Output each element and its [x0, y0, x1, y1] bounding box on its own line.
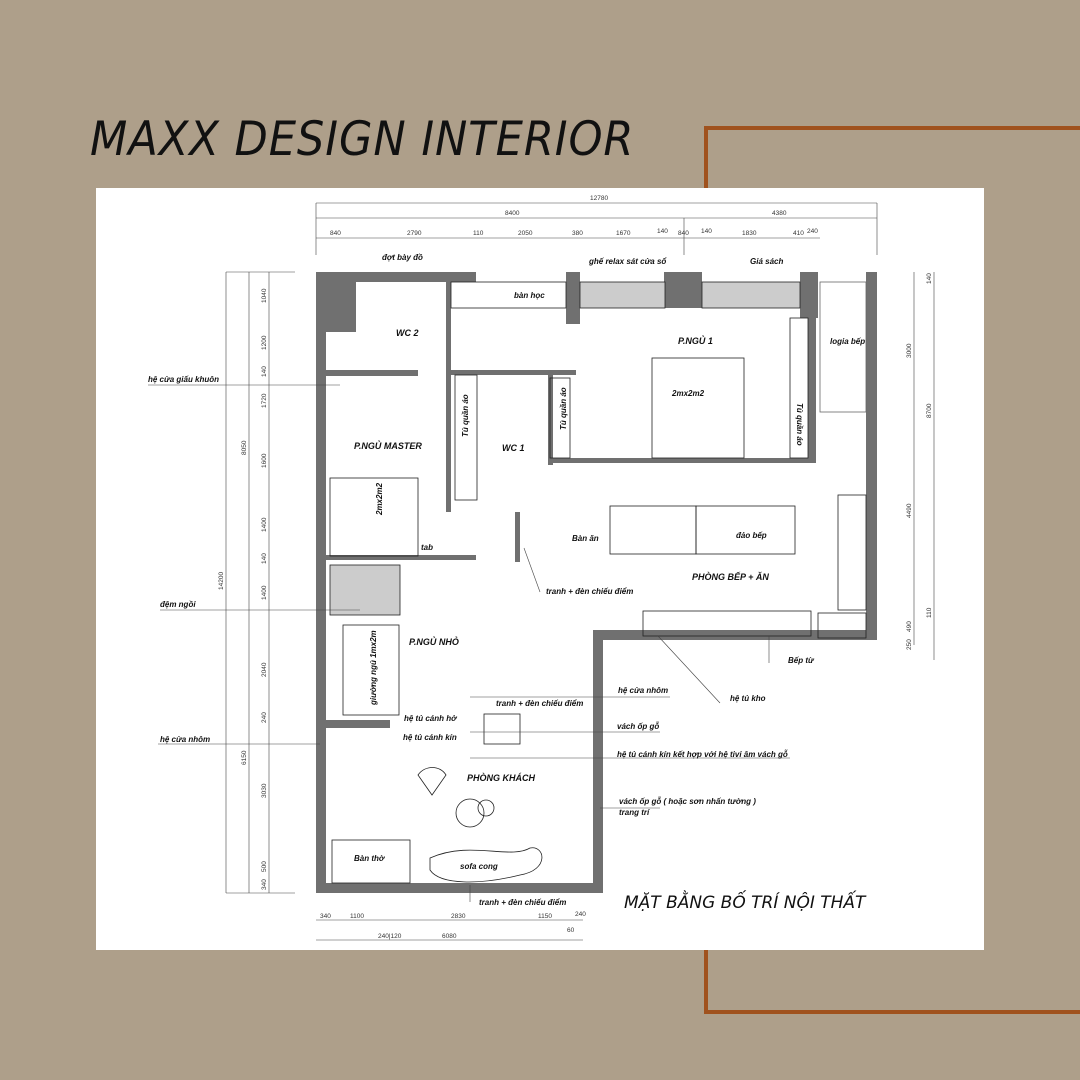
dim-right: 8700: [926, 403, 933, 418]
dim-left: 140: [261, 366, 268, 377]
dim-left-major: 6150: [241, 750, 248, 765]
dim-top: 840: [678, 230, 689, 237]
dim-left: 340: [261, 879, 268, 890]
room-kitchen-dining: PHÒNG BẾP + ĂN: [692, 571, 769, 582]
dim-right: 250: [906, 639, 913, 650]
dim-top: 2050: [518, 230, 533, 237]
nightstand-label: tab: [421, 543, 433, 552]
dim-right: 110: [926, 607, 933, 618]
dim-bottom: 240: [575, 911, 586, 918]
dim-bottom-major: 6080: [442, 933, 457, 940]
dim-left: 1400: [261, 517, 268, 532]
room-labels: WC 2 P.NGỦ MASTER WC 1 P.NGỦ 1 PHÒNG BẾP…: [354, 328, 865, 783]
small-bed-label: giường ngủ 1mx2m: [369, 630, 378, 706]
brand-title: MAXX DESIGN INTERIOR: [90, 112, 635, 167]
annotation: đệm ngồi: [160, 600, 196, 609]
dim-bottom: 2830: [451, 913, 466, 920]
sofa-label: sofa cong: [460, 862, 498, 871]
dim-right: 3000: [906, 343, 913, 358]
annotation: Bếp từ: [788, 656, 815, 665]
wardrobe-label: Tủ quần áo: [461, 394, 470, 437]
floor-plan-sheet: [96, 188, 984, 950]
dim-left: 1720: [261, 393, 268, 408]
dim-top-total: 12780: [590, 195, 608, 202]
annotation: hệ cửa nhôm: [618, 686, 668, 695]
dim-bottom: 60: [567, 927, 575, 934]
annotation: hệ tủ cánh kín kết hợp với hệ tivi âm vá…: [617, 750, 788, 759]
dim-left: 500: [261, 861, 268, 872]
annotation: đợt bày đồ: [382, 253, 423, 262]
dim-top: 240: [807, 228, 818, 235]
dim-right: 4490: [906, 503, 913, 518]
dim-bottom: 1150: [538, 913, 552, 920]
leader-lines: [148, 384, 790, 902]
room-living: PHÒNG KHÁCH: [467, 772, 536, 783]
annotation: tranh + đèn chiếu điểm: [479, 898, 566, 907]
dim-top: 410: [793, 230, 804, 237]
annotation: ghế relax sát cửa sổ: [588, 257, 667, 266]
annotation: hệ tủ cánh kín: [403, 733, 457, 742]
dim-top: 140: [657, 228, 668, 235]
walls: [316, 272, 877, 893]
annotation: hệ tủ kho: [730, 694, 766, 703]
dim-top: 1670: [616, 230, 631, 237]
annotation: hệ cửa giấu khuôn: [148, 375, 219, 384]
annotations: đợt bày đồ ghế relax sát cửa sổ Giá sách…: [148, 253, 815, 907]
room-small-bedroom: P.NGỦ NHỎ: [409, 636, 459, 647]
frame-line-bottom: [704, 1010, 1080, 1014]
dim-right: 490: [906, 621, 913, 632]
dim-left: 240: [261, 712, 268, 723]
room-master-bedroom: P.NGỦ MASTER: [354, 440, 422, 451]
dim-top: 840: [330, 230, 341, 237]
annotation: vách ốp gỗ ( hoặc sơn nhấn tường ): [619, 797, 756, 806]
dim-left-total: 14200: [218, 572, 225, 590]
dim-bottom: 1100: [350, 913, 364, 920]
dim-top: 110: [473, 230, 484, 237]
dim-left: 1400: [261, 585, 268, 600]
dim-left-major: 8050: [241, 440, 248, 455]
bed-size-label: 2mx2m2: [375, 482, 384, 516]
annotation: trang trí: [619, 808, 651, 817]
room-logia: logia bếp: [830, 337, 865, 346]
dim-left: 1040: [261, 288, 268, 303]
frame-line-top: [704, 126, 1080, 130]
dim-left: 2040: [261, 662, 268, 677]
room-wc1: WC 1: [502, 443, 525, 453]
furniture: [329, 281, 867, 884]
dim-left: 1200: [261, 335, 268, 350]
room-wc2: WC 2: [396, 328, 419, 338]
altar-label: Bàn thờ: [354, 854, 386, 863]
annotation: hệ cửa nhôm: [160, 735, 210, 744]
dim-left: 3030: [261, 783, 268, 798]
annotation: hệ tủ cánh hở: [404, 714, 458, 723]
annotation: vách ốp gỗ: [617, 722, 659, 731]
annotation: tranh + đèn chiếu điểm: [546, 587, 633, 596]
frame-line-left-bottom: [704, 948, 708, 1014]
bed-size-label: 2mx2m2: [671, 389, 705, 398]
wardrobe-label: Tủ quần áo: [795, 403, 804, 446]
furniture-labels: bàn học 2mx2m2 2mx2m2 Tủ quần áo Tủ quần…: [354, 291, 804, 871]
dim-top: 2790: [407, 230, 422, 237]
dim-top: 380: [572, 230, 583, 237]
dim-bottom-major: 240|120: [378, 933, 402, 940]
frame-line-left-top: [704, 126, 708, 190]
kitchen-island-label: đảo bếp: [736, 531, 767, 540]
dim-left: 1600: [261, 453, 268, 468]
dim-left: 140: [261, 553, 268, 564]
annotation: tranh + đèn chiếu điểm: [496, 699, 583, 708]
dimension-lines: [225, 202, 935, 941]
dim-top: 140: [701, 228, 712, 235]
desk-label: bàn học: [514, 291, 545, 300]
dimension-labels: 12780 8400 4380 840 2790 110 2050 380 16…: [218, 195, 933, 940]
dim-right: 140: [926, 273, 933, 284]
dim-top-major: 4380: [772, 210, 787, 217]
dim-bottom: 340: [320, 913, 331, 920]
dim-top-major: 8400: [505, 210, 520, 217]
room-bedroom-1: P.NGỦ 1: [678, 335, 713, 346]
annotation: Giá sách: [750, 257, 783, 266]
wardrobe-label: Tủ quần áo: [559, 387, 568, 430]
plan-title: MẶT BẰNG BỐ TRÍ NỘI THẤT: [624, 889, 867, 913]
dining-table-label: Bàn ăn: [572, 534, 599, 543]
dim-top: 1830: [742, 230, 757, 237]
